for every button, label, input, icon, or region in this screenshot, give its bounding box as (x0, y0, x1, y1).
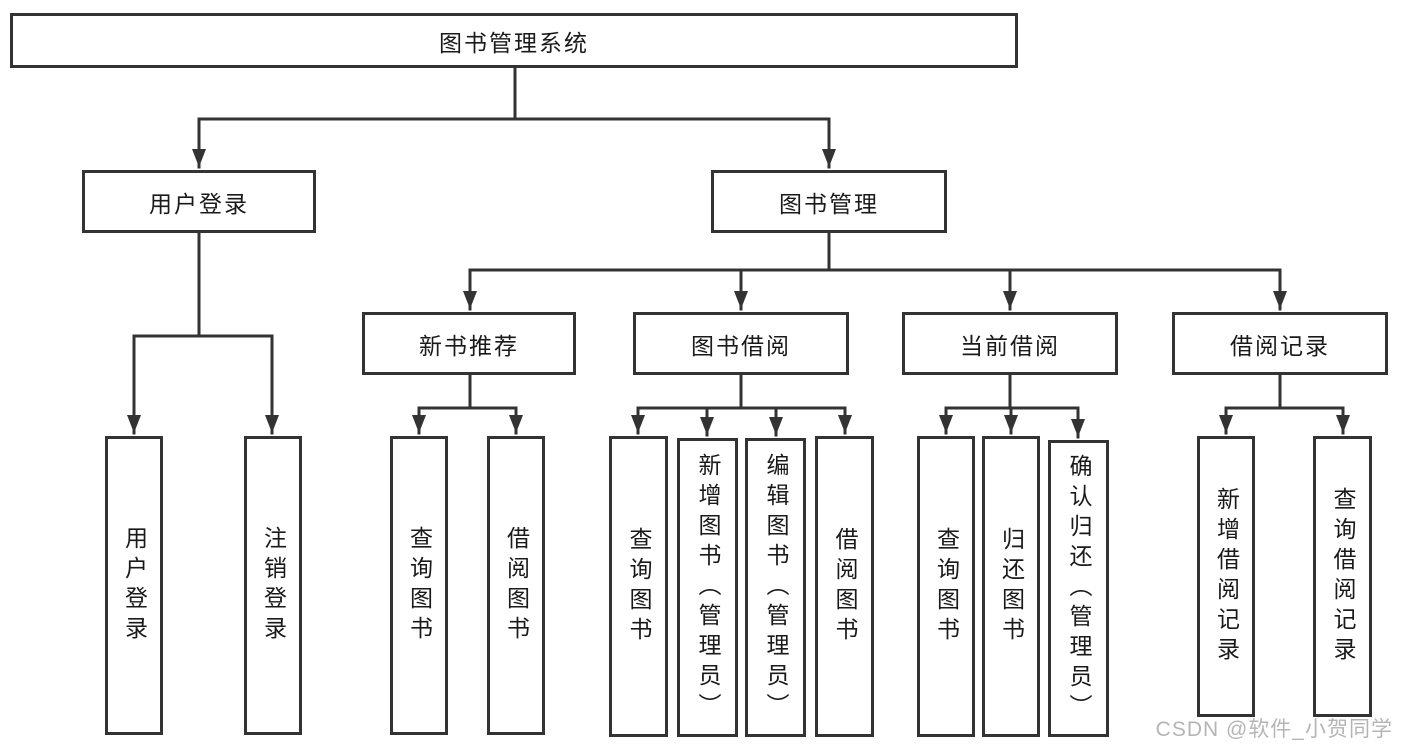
node-leaf-current-query: 查询图书 (917, 436, 975, 737)
node-current-borrow: 当前借阅 (902, 312, 1118, 375)
node-leaf-user-login: 用户登录 (105, 436, 163, 735)
node-borrow-record: 借阅记录 (1172, 312, 1388, 375)
node-leaf-borrow-edit-admin: 编辑图书（管理员） (745, 438, 806, 737)
node-user-login: 用户登录 (82, 170, 316, 233)
csdn-watermark: CSDN @软件_小贺同学 (1155, 718, 1393, 741)
node-leaf-record-query: 查询借阅记录 (1313, 436, 1372, 717)
node-leaf-record-add: 新增借阅记录 (1197, 436, 1255, 717)
node-leaf-borrow-add-admin: 新增图书（管理员） (677, 438, 738, 737)
node-leaf-newbook-query: 查询图书 (390, 436, 448, 735)
node-leaf-logout: 注销登录 (244, 436, 302, 735)
node-book-mgmt: 图书管理 (711, 170, 947, 233)
node-root: 图书管理系统 (10, 13, 1018, 68)
node-leaf-current-confirm-admin: 确认归还（管理员） (1048, 440, 1109, 737)
node-leaf-newbook-borrow: 借阅图书 (487, 436, 545, 735)
node-leaf-borrow-borrow: 借阅图书 (815, 436, 874, 737)
node-leaf-current-return: 归还图书 (982, 436, 1040, 737)
node-book-borrow: 图书借阅 (633, 312, 849, 375)
node-new-book-rec: 新书推荐 (362, 312, 576, 375)
node-leaf-borrow-query: 查询图书 (609, 436, 668, 737)
